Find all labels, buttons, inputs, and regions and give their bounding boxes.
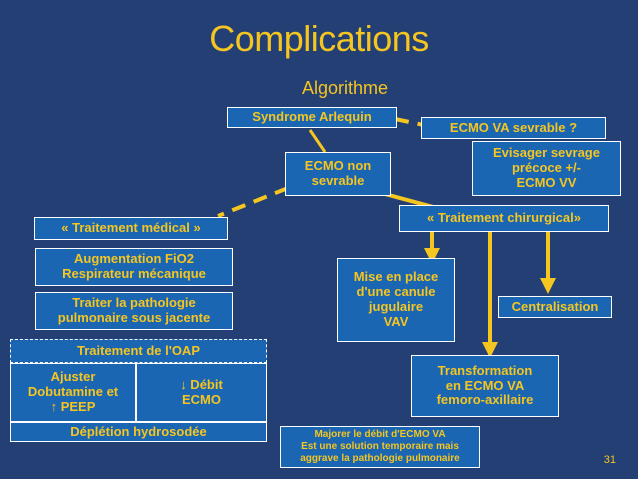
solid-connector-arlequin-nonsevrable (308, 129, 327, 153)
box-depletion-label: Déplétion hydrosodée (70, 423, 207, 439)
box-ecmo-non-sevrable-label: ECMO non sevrable (304, 158, 372, 188)
box-pathologie-label: Traiter la pathologie pulmonaire sous ja… (57, 295, 211, 325)
box-traitement-medical: « Traitement médical » (34, 217, 228, 240)
box-centralisation-label: Centralisation (511, 298, 599, 314)
box-traitement-chirurgical: « Traitement chirurgical» (399, 205, 609, 232)
box-dobutamine: Ajuster Dobutamine et ↑ PEEP (10, 363, 136, 422)
box-majorer: Majorer le débit d'ECMO VA Est une solut… (280, 426, 480, 468)
box-ecmo-va-sevrable-label: ECMO VA sevrable ? (449, 119, 578, 135)
box-ecmo-va-sevrable: ECMO VA sevrable ? (421, 117, 606, 139)
box-debit-ecmo: ↓ Débit ECMO (136, 363, 267, 422)
box-syndrome-arlequin: Syndrome Arlequin (227, 107, 397, 128)
dashed-connector-nonsevrable-medical (217, 186, 289, 218)
page-number: 31 (603, 454, 616, 466)
box-traitement-medical-label: « Traitement médical » (61, 220, 201, 236)
box-traitement-oap-label: Traitement de l'OAP (76, 342, 200, 358)
box-majorer-label: Majorer le débit d'ECMO VA Est une solut… (300, 429, 460, 464)
box-transformation-label: Transformation en ECMO VA femoro-axillai… (436, 362, 534, 408)
box-canule: Mise en place d'une canule jugulaire VAV (337, 258, 455, 342)
box-centralisation: Centralisation (498, 296, 612, 318)
box-dobutamine-label: Ajuster Dobutamine et ↑ PEEP (27, 369, 119, 414)
box-depletion: Déplétion hydrosodée (10, 422, 267, 442)
box-fio2-label: Augmentation FiO2 Respirateur mécanique (62, 251, 206, 281)
box-pathologie: Traiter la pathologie pulmonaire sous ja… (35, 292, 233, 330)
box-canule-label: Mise en place d'une canule jugulaire VAV (353, 269, 439, 329)
slide-subtitle: Algorithme (301, 78, 389, 98)
box-debit-ecmo-label: ↓ Débit ECMO (180, 376, 223, 407)
box-sevrage-label: Evisager sevrage précoce +/- ECMO VV (493, 145, 600, 190)
slide-title: Complications (209, 18, 429, 59)
box-sevrage: Evisager sevrage précoce +/- ECMO VV (472, 141, 621, 196)
box-fio2: Augmentation FiO2 Respirateur mécanique (35, 248, 233, 286)
box-ecmo-non-sevrable: ECMO non sevrable (285, 152, 391, 196)
box-traitement-chirurgical-label: « Traitement chirurgical» (427, 210, 581, 226)
box-traitement-oap: Traitement de l'OAP (10, 339, 267, 363)
box-transformation: Transformation en ECMO VA femoro-axillai… (411, 355, 559, 417)
box-syndrome-arlequin-label: Syndrome Arlequin (252, 109, 372, 125)
